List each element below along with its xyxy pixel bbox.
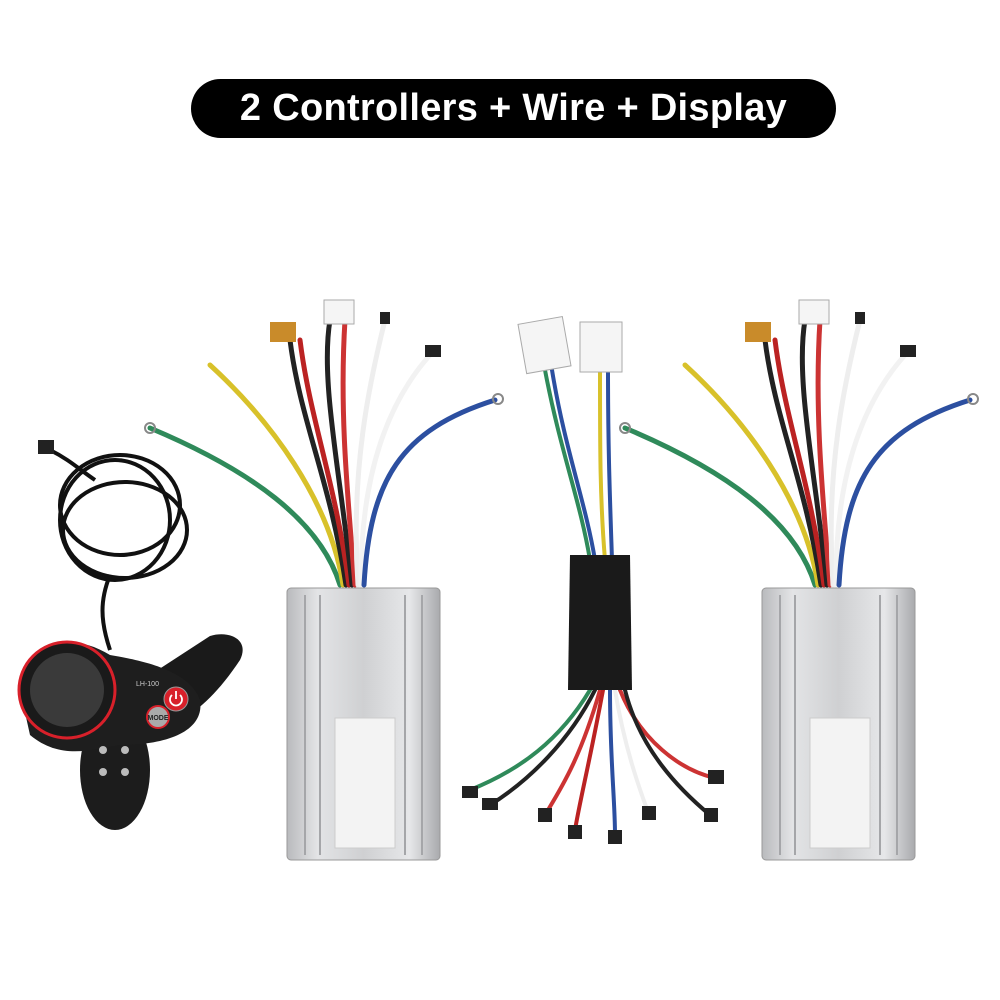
controller-left: [144, 299, 504, 861]
title-banner: 2 Controllers + Wire + Display: [191, 79, 836, 138]
power-icon: [169, 691, 183, 707]
power-button[interactable]: [163, 686, 189, 712]
lcd-display-throttle: LH-100 MODE: [17, 440, 243, 830]
mode-label: MODE: [148, 715, 169, 722]
title-text: 2 Controllers + Wire + Display: [239, 87, 788, 129]
mode-button[interactable]: MODE: [146, 705, 170, 729]
display-model-label: LH-100: [136, 681, 159, 688]
wire-harness: [462, 315, 724, 844]
controller-right: [619, 299, 979, 861]
